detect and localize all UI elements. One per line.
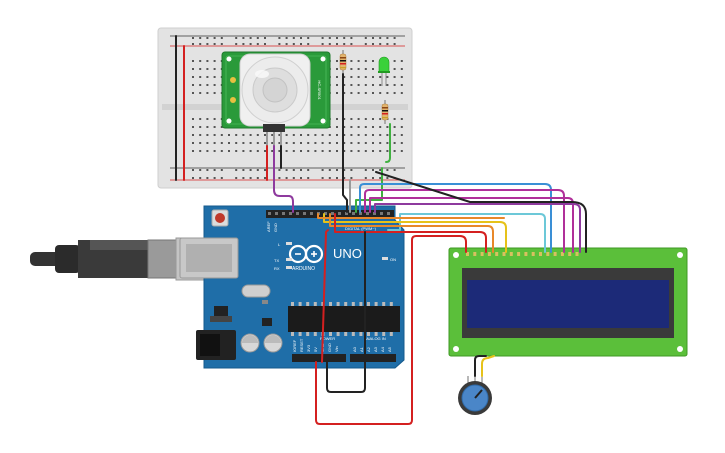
a1-label: A1 — [359, 346, 364, 352]
wire-orange-lcd-1 — [329, 213, 494, 253]
wire-red-loop — [321, 229, 329, 363]
wire-pir-signal — [273, 145, 294, 213]
wire-black-1 — [342, 73, 348, 213]
model-label: UNO — [333, 246, 362, 261]
wire-black-bottom — [326, 231, 366, 393]
analog-header — [350, 354, 396, 362]
wire-led-green — [385, 123, 391, 163]
tx-label: TX — [274, 258, 279, 263]
brand-label: ARDUINO — [292, 266, 315, 272]
wire-yellow-lcd — [323, 213, 507, 253]
v33-label: 3V3 — [306, 344, 311, 352]
vin-label: Vin — [334, 346, 339, 352]
lcd-display — [448, 247, 688, 357]
a3-label: A3 — [373, 346, 378, 352]
a5-label: A5 — [387, 346, 392, 352]
wires — [175, 35, 587, 425]
resistor-top — [339, 50, 347, 74]
arduino-uno: DIGITAL (PWM~) ARDUINO UNO L TX RX ON — [179, 205, 405, 369]
resistor-led — [381, 100, 389, 124]
potentiometer[interactable] — [458, 376, 492, 415]
reset-button[interactable] — [215, 213, 225, 223]
arduino-logo — [288, 244, 324, 264]
a2-label: A2 — [366, 346, 371, 352]
pir-label: HC-SR501 — [317, 80, 322, 100]
led — [378, 56, 390, 86]
reset-label: RESET — [299, 338, 304, 352]
wire-red-lcd — [334, 213, 487, 253]
a4-label: A4 — [380, 346, 385, 352]
ioref-label: IOREF — [292, 339, 297, 352]
wire-black-lcd — [375, 171, 587, 253]
on-label: ON — [390, 257, 396, 262]
wire-orange-lcd-2 — [317, 213, 505, 219]
digital-label: DIGITAL (PWM~) — [345, 226, 377, 231]
atmega-chip — [288, 306, 400, 332]
wire-red-bottom — [315, 235, 467, 425]
v5-label: 5V — [313, 347, 318, 352]
power-header — [292, 354, 346, 362]
a0-label: A0 — [352, 346, 357, 352]
lcd-screen — [467, 280, 669, 328]
gnd2-label: GND — [327, 343, 332, 352]
rx-label: RX — [274, 266, 280, 271]
wire-magenta-lcd-1 — [364, 189, 565, 253]
power-label: POWER — [320, 336, 335, 341]
wire-pot-black — [474, 355, 487, 377]
l-label: L — [278, 242, 281, 247]
wire-blue-lcd — [359, 183, 552, 253]
wire-purple-lcd — [374, 203, 581, 253]
pir-sensor: HC-SR501 — [221, 51, 331, 146]
wire-cyan-lcd — [387, 213, 546, 253]
analog-label: ANALOG IN — [364, 336, 386, 341]
breadboard-holes — [192, 37, 403, 179]
aref-label: AREF — [266, 221, 271, 232]
gnd-top-label: GND — [273, 223, 278, 232]
wire-pot-yellow — [481, 355, 495, 377]
